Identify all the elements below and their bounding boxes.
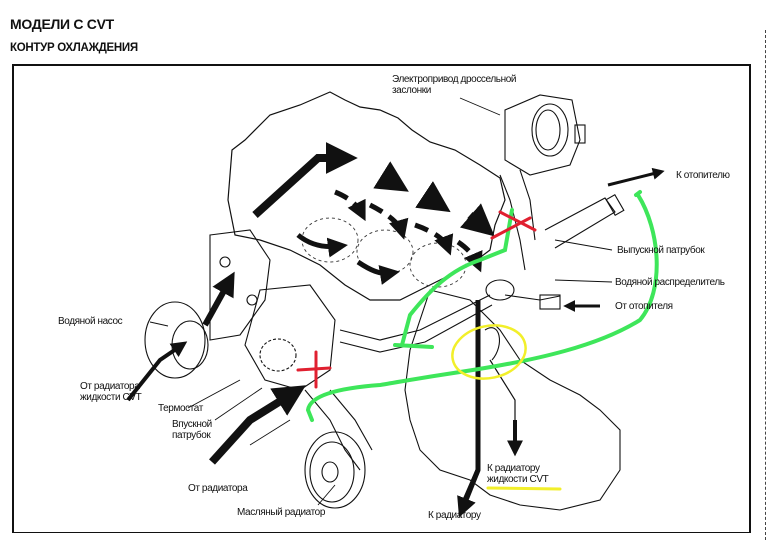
label-to-heater: К отопителю (676, 170, 730, 181)
yellow-underline (486, 486, 562, 491)
oil-cooler (304, 431, 366, 509)
label-outlet-pipe: Выпускной патрубок (617, 245, 705, 256)
page-edge-dashes (765, 30, 766, 540)
engine-block-outline (404, 289, 621, 511)
leader-lines (149, 97, 613, 506)
label-line: Впускной (172, 419, 212, 430)
label-to-radiator: К радиатору (428, 510, 481, 521)
label-oil-cooler: Масляный радиатор (237, 507, 326, 518)
label-thermostat: Термостат (158, 403, 203, 414)
heater-outlet-pipe (544, 193, 625, 249)
label-throttle-actuator: Электропривод дроссельной заслонки (392, 74, 516, 96)
label-line: Электропривод дроссельной (392, 74, 517, 85)
label-from-heater: От отопителя (615, 301, 673, 312)
cylinder-head-outline (227, 91, 506, 301)
green-flow-path (305, 190, 659, 422)
label-inlet-pipe: Впускной патрубок (172, 419, 212, 441)
label-water-pump: Водяной насос (58, 316, 123, 327)
red-cross-throttle (490, 210, 537, 240)
label-line: патрубок (172, 430, 211, 441)
yellow-circle-mark (451, 324, 527, 380)
label-line: жидкости CVT (80, 392, 142, 403)
label-line: От радиатора (80, 381, 140, 392)
cvt-return-line (489, 359, 516, 445)
red-cross-thermostat (296, 350, 332, 389)
label-line: жидкости CVT (487, 474, 549, 485)
label-from-radiator: От радиатора (188, 483, 248, 494)
thermostat-housing (244, 284, 373, 471)
diagram-frame (12, 64, 751, 533)
label-to-cvt-radiator: К радиатору жидкости CVT (487, 463, 549, 485)
water-distributor (339, 279, 561, 361)
label-line: заслонки (392, 85, 431, 96)
section-title: КОНТУР ОХЛАЖДЕНИЯ (10, 42, 138, 54)
page-title: МОДЕЛИ С CVT (10, 16, 114, 32)
flow-arrows (126, 142, 665, 518)
label-from-cvt-radiator: От радиатора жидкости CVT (80, 381, 142, 403)
throttle-body (499, 94, 586, 271)
label-water-distributor: Водяной распределитель (615, 277, 725, 288)
cylinder-bores (301, 217, 467, 288)
label-line: К радиатору (487, 463, 540, 474)
